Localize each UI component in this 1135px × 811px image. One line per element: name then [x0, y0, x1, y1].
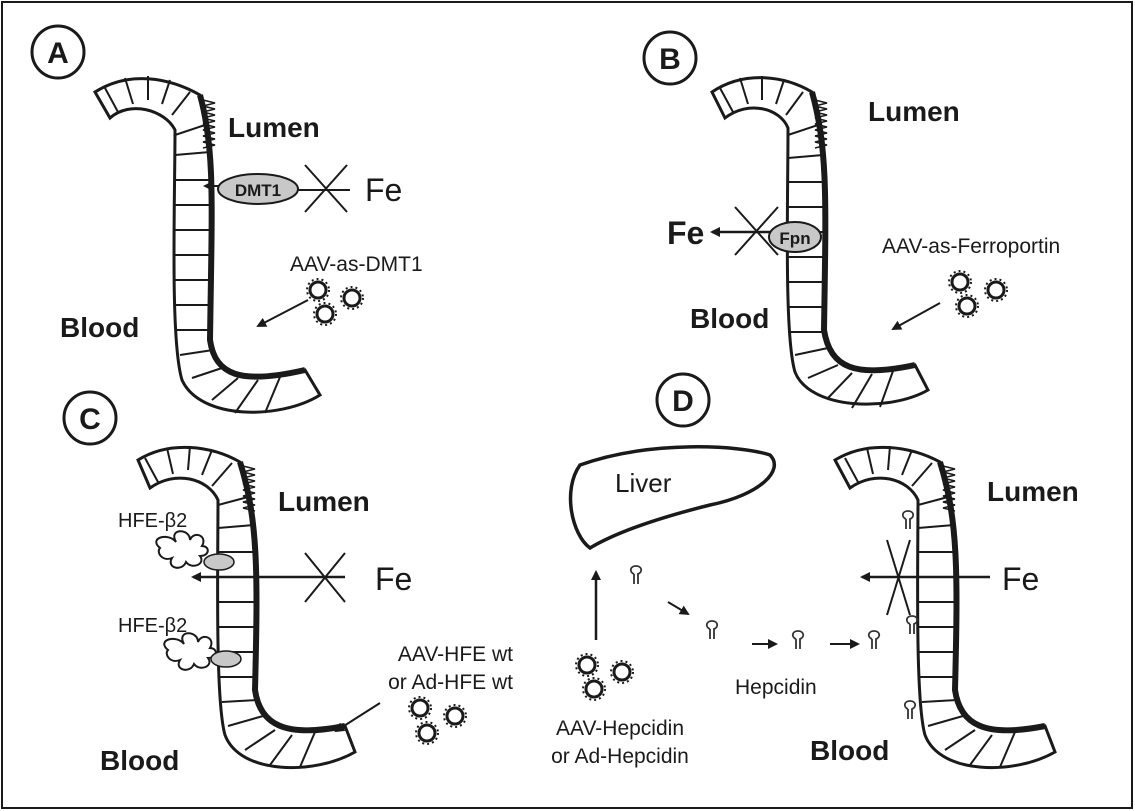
vector-label-a: AAV-as-DMT1 — [290, 253, 423, 276]
hepcidin-icon — [631, 566, 641, 584]
virus-icon — [611, 661, 633, 683]
liver-shape — [571, 447, 775, 548]
delivery-arrow-b — [893, 303, 940, 329]
virus-icon — [416, 722, 438, 744]
vector-label-c-line1: AAV-HFE wt — [398, 643, 513, 666]
delivery-arrow-a — [258, 300, 308, 326]
virus-icon — [444, 705, 466, 727]
vector-label-d-line1: AAV-Hepcidin — [556, 717, 684, 740]
dmt1-label: DMT1 — [235, 181, 281, 200]
ferroportin-label: Fpn — [779, 229, 810, 248]
hepcidin-arrow-1 — [668, 602, 688, 614]
hepcidin-icon — [903, 511, 913, 529]
virus-icon — [949, 271, 971, 293]
virus-icon — [956, 295, 978, 317]
hepcidin-icon — [707, 621, 717, 639]
virus-icon — [409, 697, 431, 719]
vector-label-c-line2: or Ad-HFE wt — [388, 671, 513, 694]
delivery-arrow-c — [336, 703, 380, 731]
hepcidin-icon — [907, 616, 917, 634]
panel-a: A — [32, 26, 423, 413]
panel-d: D Liver AAV-Hepcidin or Ad-Hepcidin Hepc… — [551, 374, 1079, 768]
lumen-label-d: Lumen — [987, 476, 1079, 507]
hfe-label-top: HFE-β2 — [118, 510, 187, 532]
panel-c: C — [64, 392, 513, 776]
panel-b: B — [644, 32, 1060, 408]
virus-icon — [307, 279, 329, 301]
lumen-label-b: Lumen — [868, 96, 960, 127]
panel-b-label: B — [659, 43, 681, 76]
virus-icon — [985, 279, 1007, 301]
panel-c-label: C — [79, 403, 101, 436]
hepcidin-label: Hepcidin — [735, 676, 817, 699]
lumen-label-c: Lumen — [278, 486, 370, 517]
panel-d-label: D — [672, 385, 694, 418]
virus-icon — [341, 287, 363, 309]
panel-a-label: A — [47, 37, 69, 70]
hepcidin-icon — [905, 701, 915, 719]
vector-label-b: AAV-as-Ferroportin — [882, 235, 1060, 258]
iron-label-a: Fe — [365, 172, 402, 208]
hfe-label-bottom: HFE-β2 — [118, 615, 187, 637]
liver-label: Liver — [615, 468, 672, 498]
virus-icon — [583, 678, 605, 700]
blood-label-a: Blood — [60, 312, 139, 343]
iron-label-b: Fe — [667, 215, 704, 251]
blood-label-c: Blood — [100, 745, 179, 776]
iron-label-c: Fe — [375, 561, 412, 597]
iron-label-d: Fe — [1002, 561, 1039, 597]
lumen-label-a: Lumen — [228, 112, 320, 143]
virus-icon — [576, 654, 598, 676]
hepcidin-icon — [869, 631, 879, 649]
hepcidin-icon — [793, 631, 803, 649]
vector-label-d-line2: or Ad-Hepcidin — [551, 745, 689, 768]
virus-icon — [314, 303, 336, 325]
blood-label-b: Blood — [690, 303, 769, 334]
blood-label-d: Blood — [810, 735, 889, 766]
block-cross-a — [305, 165, 347, 212]
